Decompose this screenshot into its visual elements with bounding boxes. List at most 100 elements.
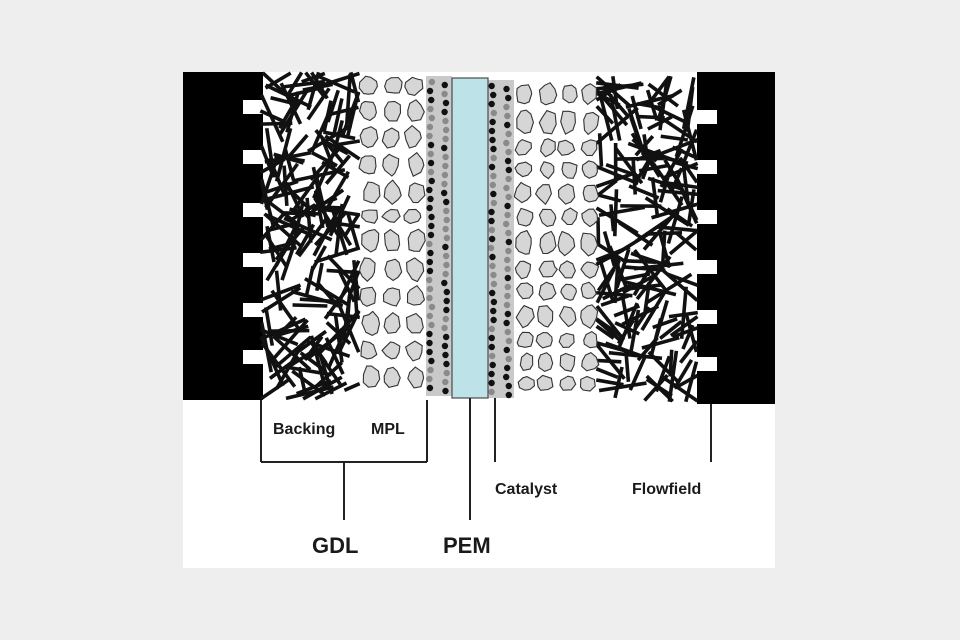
mpl-particle <box>515 304 535 329</box>
catalyst-particle <box>428 114 435 122</box>
catalyst-particle <box>505 337 513 345</box>
catalyst-particle <box>426 204 433 212</box>
carbon-fiber <box>259 93 285 143</box>
mpl-particle <box>404 340 423 362</box>
mpl-particle <box>384 258 403 282</box>
mpl-particle <box>537 352 554 373</box>
mpl-particle <box>516 84 533 105</box>
mpl-particle <box>560 283 577 301</box>
flowfield-label: Flowfield <box>632 481 701 498</box>
catalyst-particle <box>505 238 513 246</box>
mpl-particle <box>515 229 532 255</box>
catalyst-particle <box>441 144 448 152</box>
catalyst-particle <box>502 220 510 228</box>
carbon-fiber <box>288 133 309 157</box>
carbon-fiber <box>671 145 699 160</box>
catalyst-particle <box>442 387 449 395</box>
catalyst-particle <box>426 87 434 95</box>
catalyst-particle <box>428 303 436 311</box>
mpl-particle <box>384 100 402 122</box>
carbon-fiber <box>673 358 694 390</box>
mpl-particle <box>403 124 422 149</box>
carbon-fiber <box>270 289 303 333</box>
right-flowfield-plate <box>697 72 775 404</box>
carbon-fiber <box>321 160 350 179</box>
carbon-fiber <box>624 350 631 382</box>
carbon-fiber <box>292 303 328 308</box>
mpl-particle <box>580 281 597 300</box>
mpl-particle <box>407 228 426 252</box>
backing-label: Backing <box>273 421 335 438</box>
carbon-fiber <box>602 231 617 267</box>
catalyst-particle <box>441 90 448 98</box>
carbon-fiber <box>274 127 293 182</box>
catalyst-particle <box>441 171 449 179</box>
catalyst-particle <box>442 153 449 161</box>
carbon-fiber <box>340 91 361 137</box>
mpl-particle <box>562 84 578 104</box>
catalyst-particle <box>504 328 511 336</box>
carbon-fiber <box>352 260 360 301</box>
carbon-fiber <box>617 302 639 349</box>
mpl-particle <box>384 76 403 94</box>
mpl-particle <box>580 261 600 279</box>
mpl-particle <box>536 374 554 391</box>
catalyst-particle <box>443 234 451 242</box>
carbon-fiber <box>259 377 291 401</box>
mpl-particle <box>581 160 598 179</box>
flow-channel <box>243 203 263 217</box>
carbon-fiber <box>310 342 342 386</box>
catalyst-particle <box>505 247 512 255</box>
catalyst-particle <box>488 235 496 243</box>
catalyst-particle <box>442 333 450 341</box>
flow-channel <box>243 350 263 364</box>
carbon-fiber <box>669 315 699 338</box>
carbon-fiber <box>659 320 683 340</box>
carbon-fiber <box>315 262 324 291</box>
carbon-fiber <box>643 373 669 402</box>
carbon-fiber <box>346 213 361 251</box>
mpl-particle <box>514 138 532 156</box>
catalyst-particle <box>504 283 511 291</box>
catalyst-particle <box>428 321 435 329</box>
mpl-particle <box>406 257 425 283</box>
carbon-fiber <box>657 229 672 268</box>
mpl-particle <box>383 179 402 206</box>
catalyst-particle <box>489 262 496 270</box>
carbon-fiber <box>295 378 332 396</box>
catalyst-particle <box>504 265 511 273</box>
catalyst-particle <box>441 108 448 116</box>
mpl-particle <box>581 83 597 106</box>
carbon-fiber <box>598 381 647 393</box>
carbon-fiber <box>324 134 361 161</box>
mpl-label: MPL <box>371 421 405 438</box>
carbon-fiber <box>661 375 699 403</box>
carbon-fiber <box>674 176 699 221</box>
mpl-particle <box>561 207 578 226</box>
catalyst-particle <box>488 82 495 90</box>
right-backing-fibers <box>595 75 699 403</box>
catalyst-particle <box>442 225 449 233</box>
carbon-fiber <box>595 179 618 198</box>
catalyst-particle <box>505 355 512 363</box>
mpl-particle <box>403 208 422 225</box>
catalyst-particle <box>442 270 449 278</box>
mpl-particle <box>534 184 552 206</box>
catalyst-particle <box>443 261 450 269</box>
carbon-fiber <box>328 194 351 237</box>
catalyst-label: Catalyst <box>495 481 558 498</box>
mpl-particle <box>407 366 425 389</box>
catalyst-particle <box>428 177 435 185</box>
left-catalyst-layer <box>425 76 452 396</box>
gdl-label: GDL <box>312 533 358 558</box>
carbon-fiber <box>608 93 622 141</box>
mpl-particle <box>579 375 596 392</box>
catalyst-particle <box>488 163 496 171</box>
catalyst-particle <box>426 186 433 194</box>
carbon-fiber <box>658 165 673 203</box>
carbon-fiber <box>270 95 300 107</box>
mpl-particle <box>381 127 400 149</box>
carbon-fiber <box>657 188 698 197</box>
carbon-fiber <box>666 207 694 228</box>
